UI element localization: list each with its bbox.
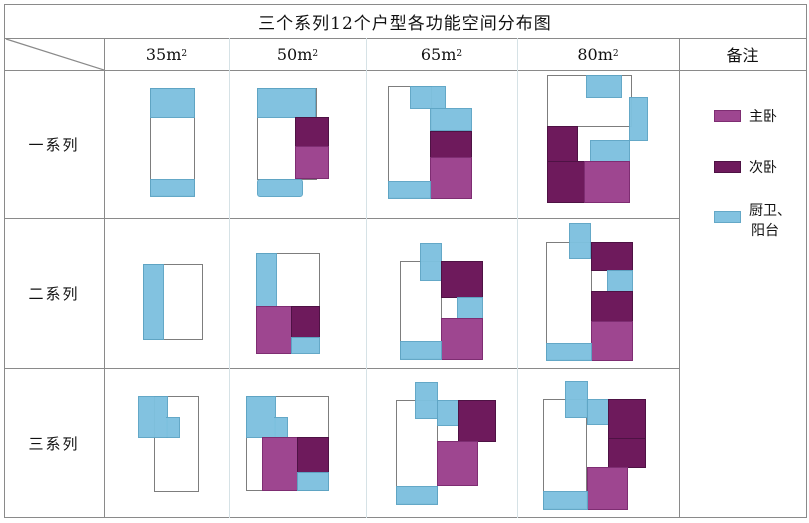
legend-label-service-rooms-line2: 阳台: [751, 223, 779, 239]
service-room: [257, 179, 303, 197]
column-label: 35m: [145, 44, 182, 64]
secondary-bedroom: [297, 437, 329, 473]
grid-line: [229, 38, 230, 518]
superscript: 2: [456, 49, 463, 59]
master-bedroom: [256, 306, 292, 354]
chart-title: 三个系列12个户型各功能空间分布图: [258, 13, 552, 34]
service-room: [590, 140, 630, 162]
diagonal-header-cell: [5, 38, 104, 70]
service-room: [437, 400, 459, 426]
master-bedroom: [437, 441, 478, 486]
master-bedroom: [584, 161, 630, 203]
service-room: [415, 382, 438, 419]
service-room: [607, 270, 633, 292]
secondary-bedroom: [547, 126, 578, 162]
column-header-notes: 备注: [679, 38, 806, 70]
service-room: [410, 86, 446, 109]
row-header-series-2: 二系列: [28, 284, 80, 303]
grid-line: [4, 38, 807, 39]
service-room: [388, 181, 431, 199]
service-room: [143, 264, 164, 340]
legend-label-service-rooms-line1: 厨卫、: [749, 203, 791, 219]
legend-swatch-service-rooms: [714, 211, 741, 223]
superscript: 2: [312, 49, 319, 59]
column-label: 50m: [276, 44, 313, 64]
secondary-bedroom: [608, 438, 646, 468]
service-room: [430, 108, 472, 131]
service-room: [457, 297, 483, 319]
service-room: [587, 399, 609, 425]
service-room: [546, 343, 592, 361]
service-room: [257, 88, 316, 118]
legend-swatch-secondary-bedroom: [714, 161, 741, 173]
service-room: [629, 97, 648, 141]
service-room: [166, 417, 180, 438]
secondary-bedroom: [295, 117, 329, 147]
master-bedroom: [591, 321, 633, 361]
service-room: [543, 491, 588, 510]
service-room: [565, 381, 588, 418]
secondary-bedroom: [608, 399, 646, 439]
service-room: [256, 253, 277, 307]
service-room: [297, 472, 329, 491]
master-bedroom: [587, 467, 628, 510]
secondary-bedroom: [458, 400, 496, 442]
legend-label-master-bedroom: 主卧: [749, 109, 777, 125]
service-room: [150, 179, 195, 197]
grid-line: [4, 218, 679, 219]
master-bedroom: [430, 157, 472, 199]
column-label: 80m: [577, 44, 613, 64]
legend-swatch-master-bedroom: [714, 110, 741, 122]
superscript: 2: [181, 49, 188, 59]
secondary-bedroom: [291, 306, 320, 338]
table-frame: [4, 4, 807, 518]
grid-line: [4, 70, 807, 71]
secondary-bedroom: [441, 261, 483, 298]
row-header-series-1: 一系列: [28, 135, 80, 154]
grid-line: [366, 38, 367, 518]
service-room: [138, 396, 168, 438]
superscript: 2: [612, 49, 619, 59]
secondary-bedroom: [591, 291, 633, 322]
column-label: 备注: [726, 46, 759, 65]
grid-line: [679, 38, 680, 518]
service-room: [400, 341, 442, 360]
service-room: [569, 223, 591, 259]
service-room: [274, 417, 288, 438]
row-header-series-3: 三系列: [28, 434, 80, 453]
column-label: 65m: [420, 44, 457, 64]
legend-label-secondary-bedroom: 次卧: [749, 160, 777, 176]
grid-line: [104, 38, 105, 518]
master-bedroom: [295, 146, 329, 179]
master-bedroom: [441, 318, 483, 360]
secondary-bedroom: [591, 242, 633, 271]
service-room: [150, 88, 195, 118]
grid-line: [517, 38, 518, 518]
grid-line: [4, 368, 679, 369]
service-room: [396, 486, 438, 505]
service-room: [420, 243, 442, 281]
service-room: [586, 75, 622, 98]
service-room: [291, 337, 320, 354]
master-bedroom: [262, 437, 298, 491]
service-room: [246, 396, 276, 438]
secondary-bedroom: [430, 131, 472, 158]
secondary-bedroom: [547, 161, 585, 203]
